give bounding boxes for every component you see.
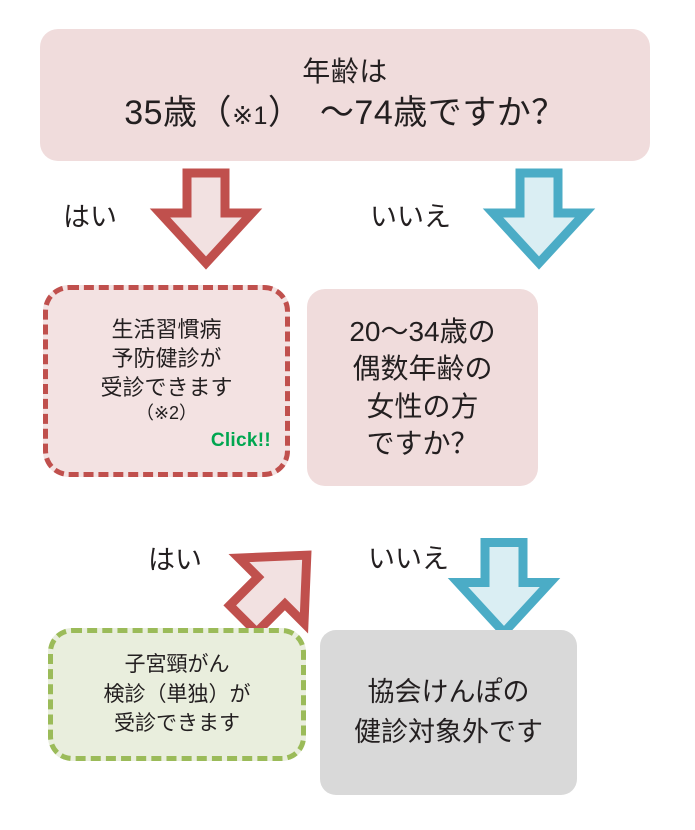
result-box-cervical-cancer-screening[interactable]: 子宮頸がん 検診（単独）が 受診できます bbox=[48, 628, 306, 761]
arrow-down-blue-no-2 bbox=[447, 538, 561, 640]
result-excluded-line1: 協会けんぽの bbox=[367, 677, 530, 708]
question-box-even-age-female: 20～34歳の 偶数年齢の 女性の方 ですか？ bbox=[307, 289, 538, 486]
click-call-to-action-label[interactable]: Click!! bbox=[210, 429, 271, 451]
branch-label-no-1: いいえ bbox=[370, 202, 451, 232]
question1-footnote-ref-1: ※1 bbox=[232, 102, 268, 131]
result-box-lifestyle-checkup[interactable]: 生活習慣病 予防健診が 受診できます （※2） Click!! bbox=[43, 285, 290, 477]
question1-line1: 年齢は bbox=[302, 56, 388, 88]
result-excluded-line2: 健診対象外です bbox=[354, 716, 543, 747]
question1-line2: 35歳（※1） ～74歳ですか？ bbox=[124, 92, 566, 136]
arrow-diagonal-red-yes-2 bbox=[223, 540, 325, 639]
result-box-not-eligible: 協会けんぽの 健診対象外です bbox=[320, 630, 577, 795]
question-box-age-range: 年齢は 35歳（※1） ～74歳ですか？ bbox=[40, 29, 650, 161]
result-cervical-line3: 受診できます bbox=[114, 712, 240, 736]
question2-line3: 女性の方 bbox=[366, 390, 479, 422]
question2-line1: 20～34歳の bbox=[349, 316, 496, 348]
question2-line2: 偶数年齢の bbox=[352, 353, 493, 385]
question2-line4: ですか？ bbox=[366, 427, 479, 459]
branch-label-yes-2: はい bbox=[148, 545, 202, 575]
result-lifestyle-line1: 生活習慣病 bbox=[111, 317, 222, 343]
result-lifestyle-line2: 予防健診が bbox=[111, 346, 222, 372]
arrow-down-red-yes-1 bbox=[149, 168, 263, 270]
question1-line2-part-a: 35歳（ bbox=[124, 94, 233, 133]
branch-label-yes-1: はい bbox=[63, 202, 117, 232]
arrow-down-blue-no-1 bbox=[482, 168, 596, 270]
question1-line2-part-b: ） ～74歳ですか？ bbox=[267, 94, 566, 133]
result-cervical-line2: 検診（単独）が bbox=[103, 682, 251, 706]
result-cervical-line1: 子宮頸がん bbox=[124, 652, 230, 676]
result-lifestyle-footnote-ref-2: （※2） bbox=[135, 403, 198, 424]
result-lifestyle-line3: 受診できます bbox=[100, 375, 233, 401]
branch-label-no-2: いいえ bbox=[368, 544, 449, 574]
